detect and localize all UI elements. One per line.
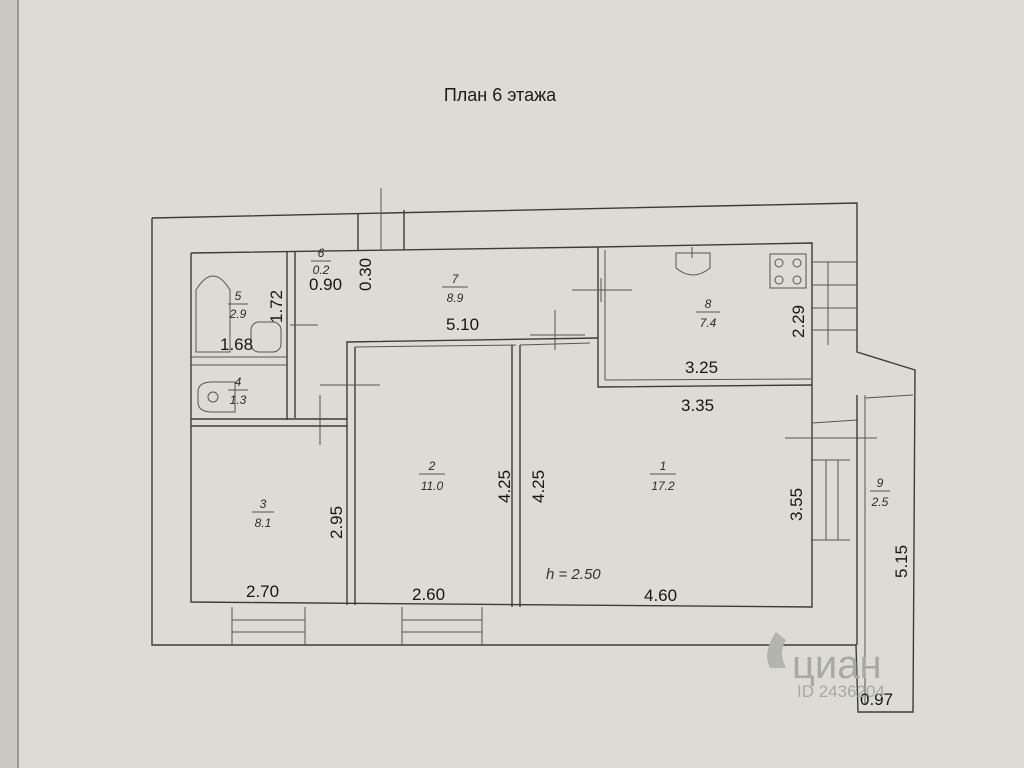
inner-wall-outline [190, 242, 813, 608]
room-label-8: 8 7.4 [696, 297, 720, 330]
toilet-icon [197, 381, 236, 413]
svg-text:2.9: 2.9 [229, 307, 247, 321]
watermark: циан ID 2436204 [767, 632, 885, 701]
svg-text:7.4: 7.4 [700, 316, 717, 330]
room-label-7: 7 8.9 [442, 272, 468, 305]
dim-room2-height: 4.25 [495, 470, 514, 503]
dim-room6-width: 0.90 [309, 275, 342, 294]
dim-room6-depth: 0.30 [356, 258, 375, 291]
svg-text:9: 9 [877, 476, 884, 490]
room-label-2: 2 11.0 [419, 459, 445, 493]
svg-text:6: 6 [318, 246, 325, 260]
room8-wall [597, 247, 813, 388]
room8-inner-bottom [604, 378, 813, 381]
room-label-5: 5 2.9 [228, 289, 248, 321]
dim-corridor-length: 5.10 [446, 315, 479, 334]
svg-text:8: 8 [705, 297, 712, 311]
watermark-id: ID 2436204 [797, 682, 885, 701]
plan-title: План 6 этажа [444, 85, 557, 105]
svg-text:3: 3 [260, 497, 267, 511]
outer-wall [151, 202, 916, 713]
window-room2 [401, 607, 483, 645]
dim-room3-height: 2.95 [327, 506, 346, 539]
room2-top [354, 344, 517, 348]
room-label-1: 1 17.2 [650, 459, 676, 493]
room-label-9: 9 2.5 [870, 476, 890, 509]
svg-text:11.0: 11.0 [421, 479, 444, 493]
dim-room1-width: 4.60 [644, 586, 677, 605]
dim-balcony-width: 0.97 [860, 690, 893, 709]
sink-icon [675, 252, 711, 276]
svg-text:8.9: 8.9 [447, 291, 464, 305]
ceiling-height-note: h = 2.50 [546, 566, 601, 583]
corridor-wall [346, 337, 599, 423]
room-label-4: 4 1.3 [228, 375, 248, 407]
svg-text:1: 1 [660, 459, 667, 473]
dim-room8-width: 3.25 [685, 358, 718, 377]
dim-room5-width: 1.68 [220, 335, 253, 354]
stove-icon [769, 253, 807, 289]
watermark-brand: циан [792, 643, 882, 687]
window-room8 [812, 261, 857, 345]
svg-text:1.3: 1.3 [230, 393, 247, 407]
brand-logo-icon [767, 632, 786, 668]
dim-room1-right-height: 3.55 [787, 488, 806, 521]
dim-room5-height: 1.72 [267, 290, 286, 323]
svg-text:0.2: 0.2 [313, 263, 330, 277]
dim-balcony-height: 5.15 [892, 545, 911, 578]
svg-text:8.1: 8.1 [255, 516, 272, 530]
room-label-6: 6 0.2 [311, 246, 331, 277]
svg-text:17.2: 17.2 [651, 479, 675, 493]
svg-text:2.5: 2.5 [871, 495, 889, 509]
washbasin-icon [250, 321, 282, 353]
dim-room2-width: 2.60 [412, 585, 445, 604]
dim-room1-top: 3.35 [681, 396, 714, 415]
svg-text:2: 2 [428, 459, 436, 473]
svg-text:5: 5 [235, 289, 242, 303]
dim-room8-height: 2.29 [789, 305, 808, 338]
dim-room1-left-height: 4.25 [529, 470, 548, 503]
dim-room3-width: 2.70 [246, 582, 279, 601]
window-room1 [812, 459, 850, 541]
svg-text:7: 7 [452, 272, 460, 286]
bathtub-icon [195, 275, 231, 353]
window-room3 [231, 607, 306, 645]
room-label-3: 3 8.1 [252, 497, 274, 530]
svg-text:4: 4 [235, 375, 242, 389]
